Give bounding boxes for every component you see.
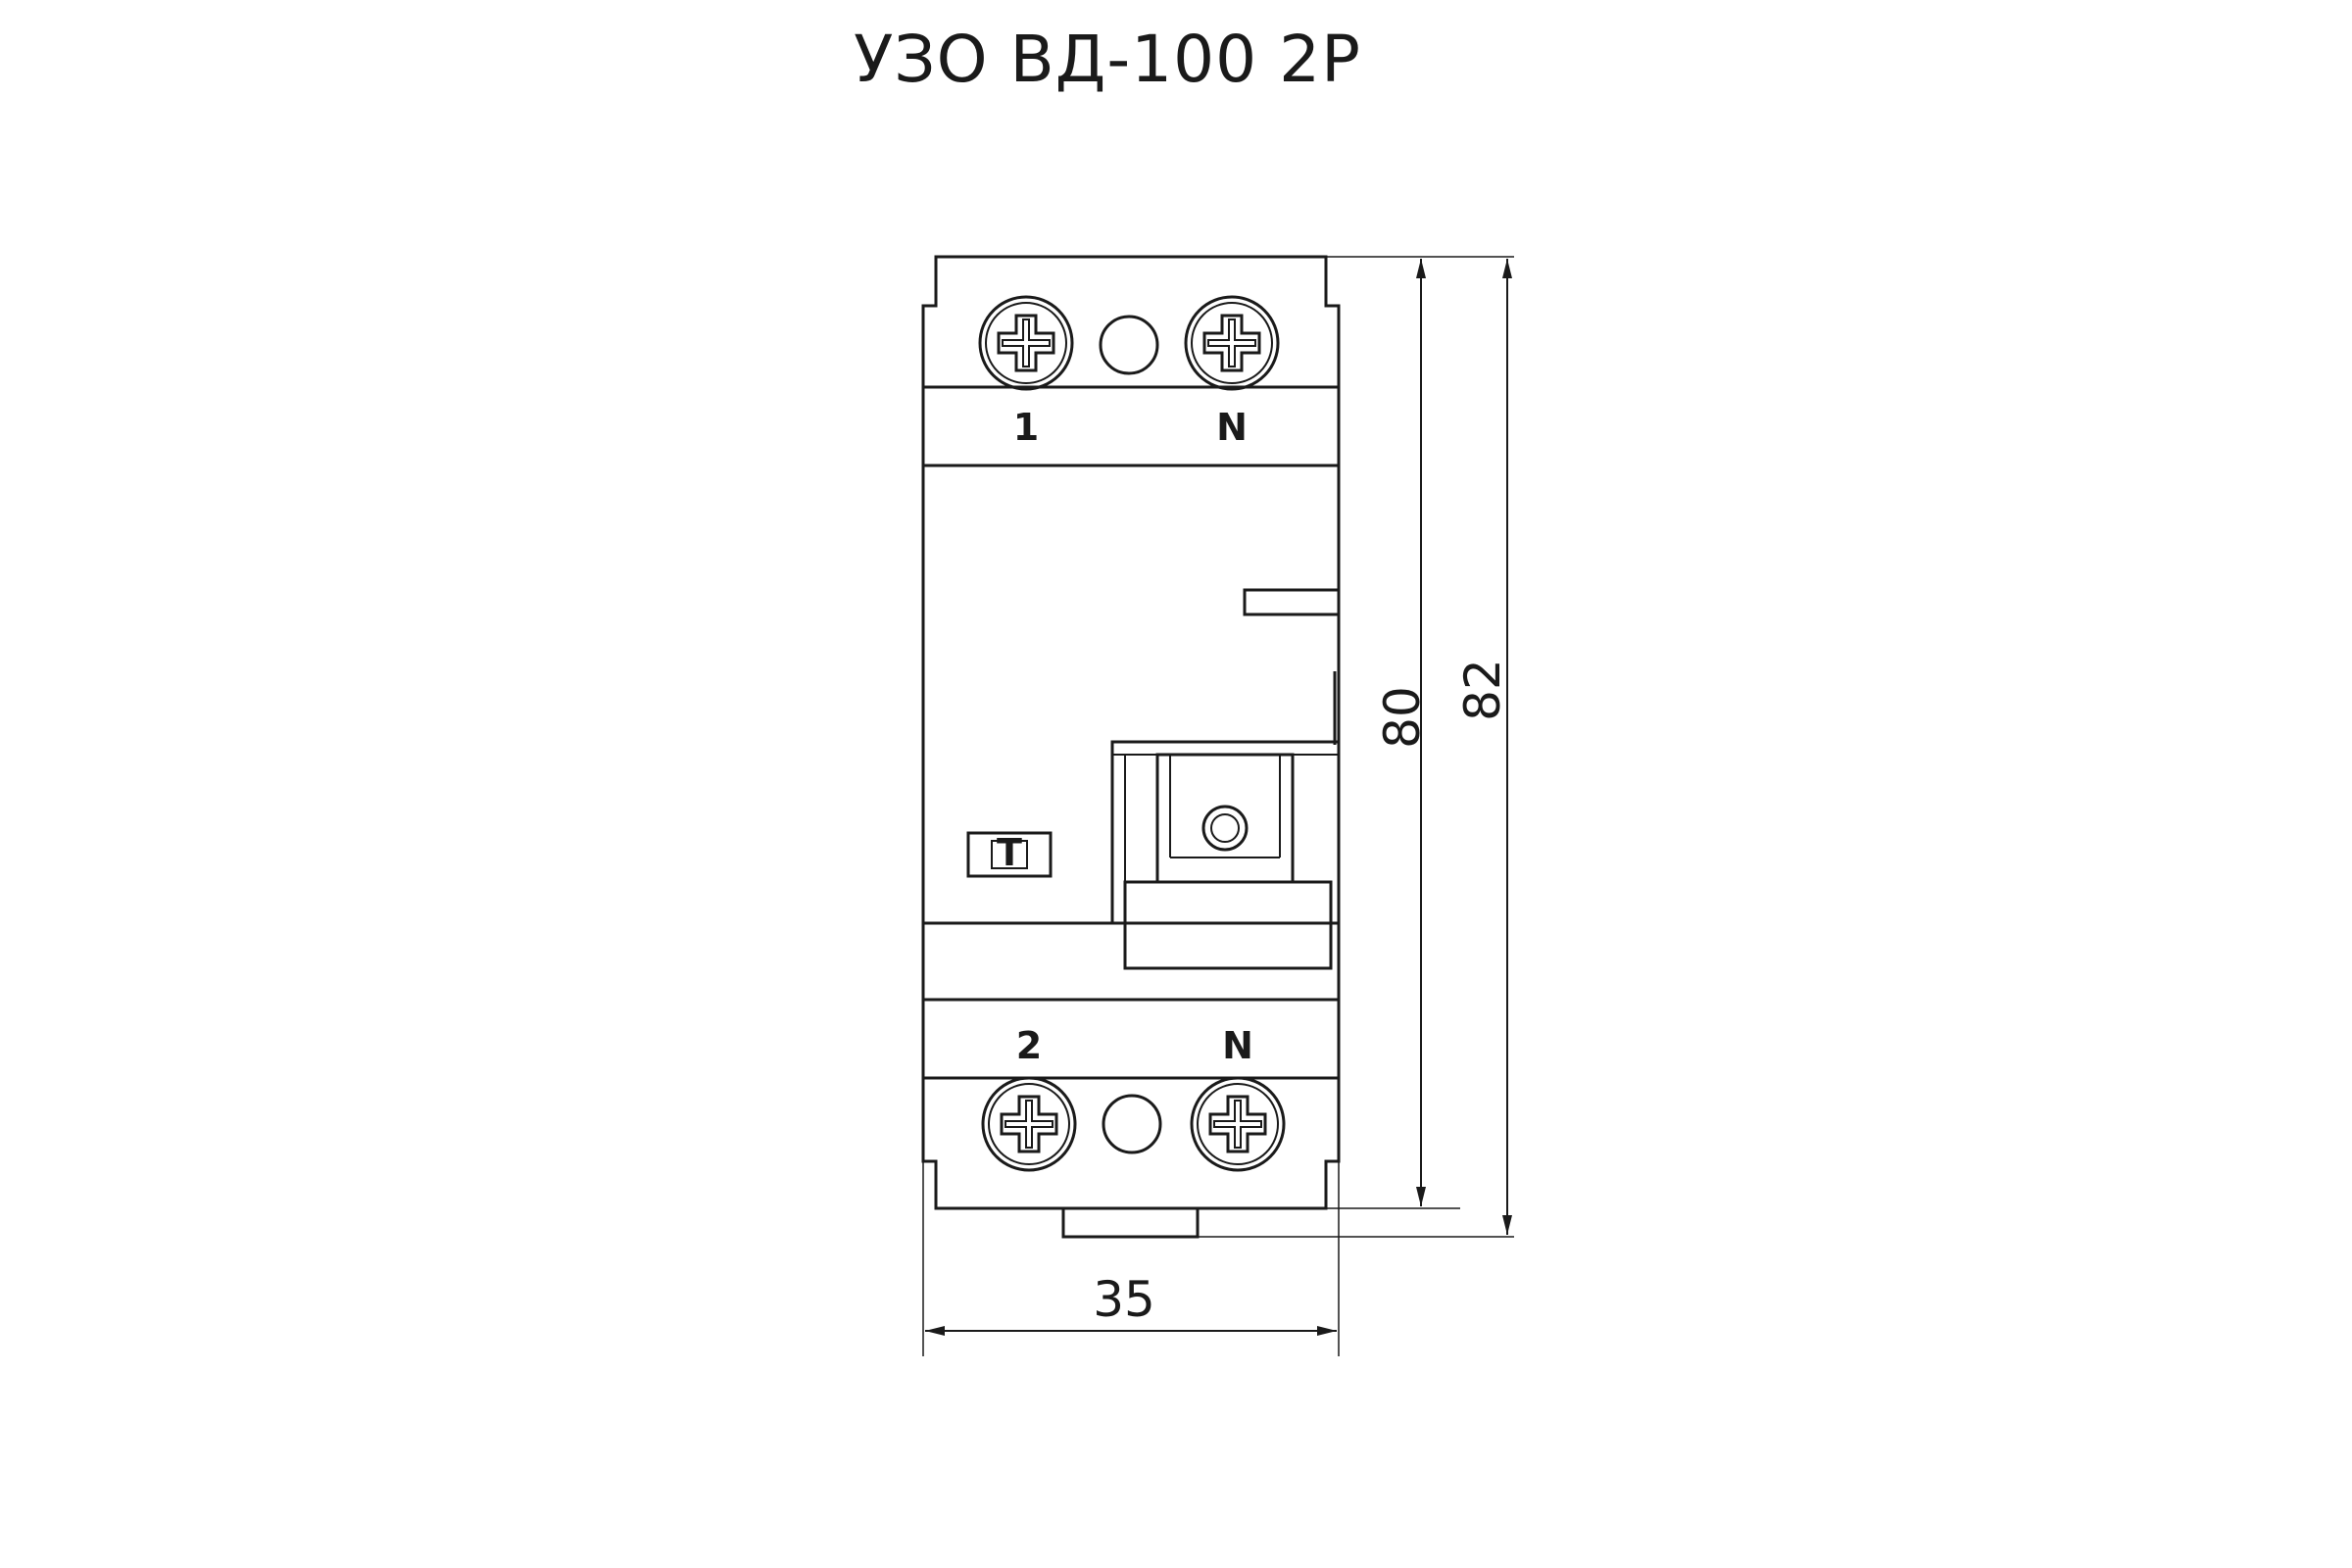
screw-icon [1184, 295, 1280, 391]
dimension-value-82: 82 [1454, 659, 1511, 721]
page-title: УЗО ВД-100 2Р [854, 22, 1361, 97]
terminal-label-n-top: N [1216, 406, 1248, 449]
terminal-label-1: 1 [1013, 406, 1039, 449]
dimension-value-80: 80 [1374, 686, 1431, 749]
dimension-value-35: 35 [1093, 1271, 1155, 1328]
din-rail-clip [1061, 1206, 1200, 1239]
test-button-inner [991, 840, 1028, 869]
screw-icon [978, 295, 1074, 391]
test-button[interactable] [966, 831, 1053, 878]
test-button-label: T [997, 831, 1022, 874]
lever-handle[interactable] [1123, 880, 1333, 970]
lever-body[interactable] [1155, 753, 1295, 884]
terminal-label-n-bottom: N [1222, 1024, 1253, 1067]
indicator-hole [1102, 1094, 1162, 1154]
lever-housing [1110, 740, 1339, 923]
screw-icon [981, 1076, 1077, 1172]
terminal-label-2: 2 [1016, 1024, 1042, 1067]
lever-pivot [1210, 813, 1240, 843]
device-body-outline [921, 255, 1341, 1210]
screw-icon [1190, 1076, 1286, 1172]
indicator-hole [1099, 315, 1159, 375]
side-tab [1243, 588, 1341, 616]
lever-pivot [1201, 805, 1249, 852]
